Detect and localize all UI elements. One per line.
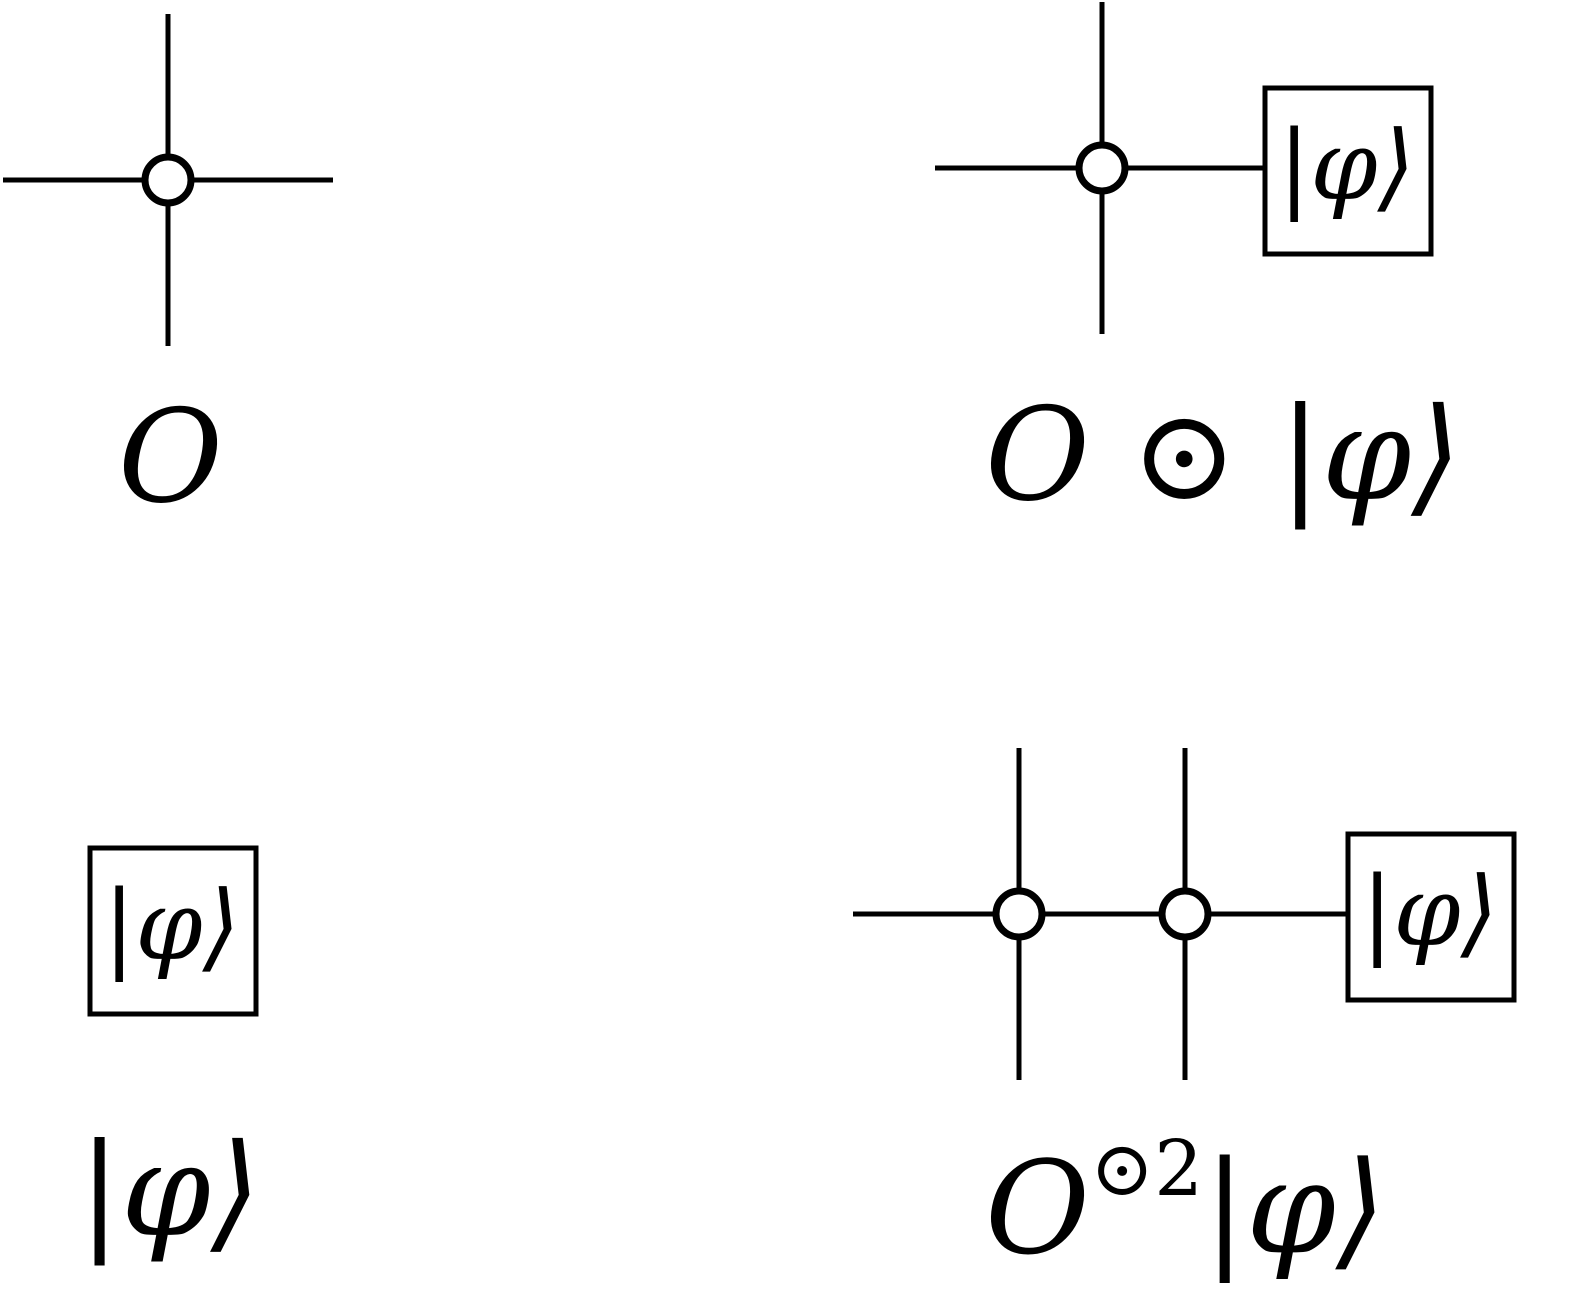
applied-once-label: O ⊙ |φ⟩	[985, 392, 1461, 520]
applied-twice-product-symbol: ⊙	[1089, 1125, 1155, 1214]
operator-o-node	[141, 153, 195, 207]
operator-o-symbol: O	[118, 383, 223, 532]
state-box	[87, 845, 259, 1017]
applied-twice-operator-symbol: O	[985, 1134, 1090, 1284]
applied-twice-second-operator-node	[1158, 887, 1212, 941]
applied-once-ket: |φ⟩	[1278, 381, 1462, 530]
applied-once-product-symbol: ⊙	[1130, 381, 1238, 530]
applied-once-network	[935, 2, 1434, 334]
state-ket: |φ⟩	[78, 1117, 261, 1266]
state-network	[87, 845, 259, 1017]
applied-twice-power: ⊙2	[1090, 1125, 1203, 1214]
operator-o-label: O	[118, 394, 223, 522]
operator-o-tensor	[3, 14, 333, 346]
applied-twice-exponent: 2	[1154, 1125, 1204, 1214]
applied-twice-box-ket: |φ⟩	[1361, 856, 1499, 968]
state-label: |φ⟩	[78, 1128, 261, 1256]
applied-twice-ket: |φ⟩	[1203, 1134, 1386, 1284]
applied-once-state-box	[1262, 85, 1434, 257]
applied-twice-label: O⊙2|φ⟩	[985, 1131, 1386, 1274]
applied-twice-first-operator-node	[992, 887, 1046, 941]
applied-once-box-ket: |φ⟩	[1278, 110, 1416, 222]
applied-once-operator-symbol: O	[985, 381, 1090, 530]
applied-twice-state-box	[1345, 831, 1517, 1003]
state-box-ket: |φ⟩	[103, 870, 241, 982]
applied-twice-network	[853, 748, 1517, 1080]
applied-once-operator-node	[1075, 141, 1129, 195]
